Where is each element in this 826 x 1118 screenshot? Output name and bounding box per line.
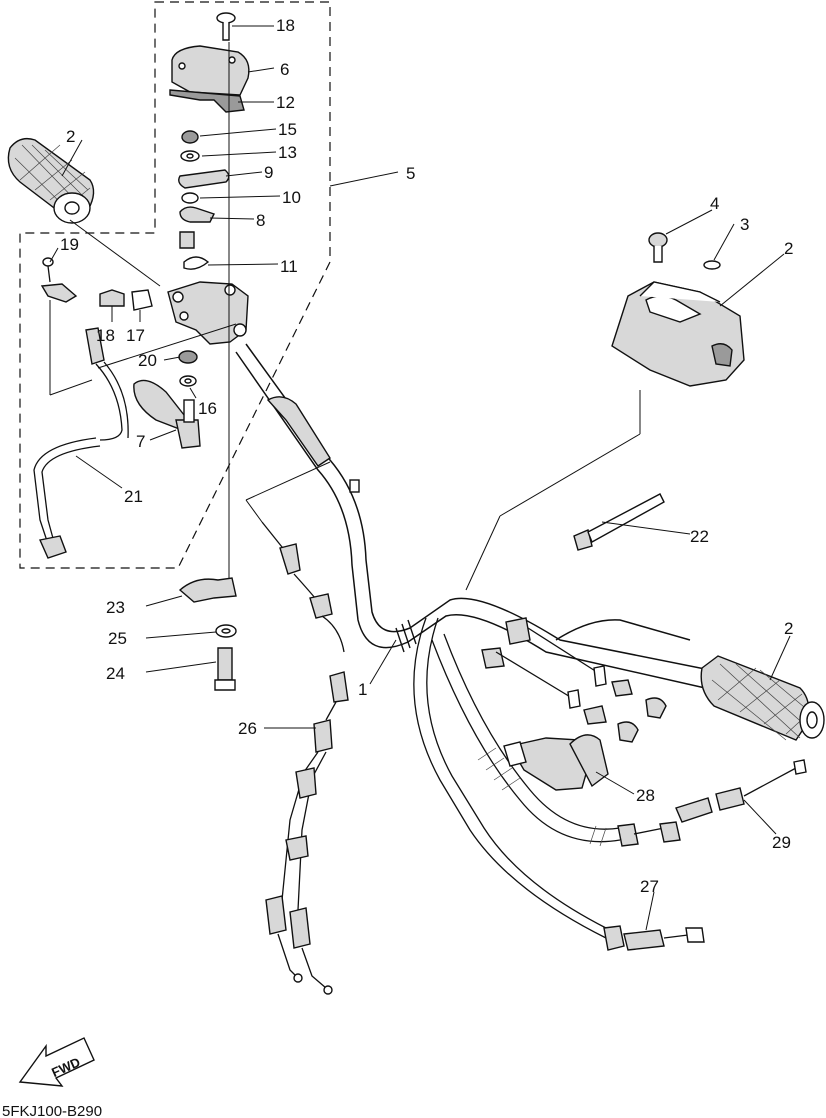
brake-cable-ends <box>481 617 667 743</box>
cable-tie-22 <box>573 493 665 551</box>
callout-13: 12 <box>276 93 295 112</box>
screw-5 <box>648 232 668 263</box>
throttle-housing-6 <box>167 281 249 345</box>
callout-15: 16 <box>198 399 217 418</box>
callout-28: 28 <box>636 786 655 805</box>
bolt-24 <box>214 647 236 691</box>
left-grip <box>7 137 95 224</box>
callout-26: 26 <box>238 719 257 738</box>
callout-9: 8 <box>256 211 265 230</box>
spacers-15-20 <box>178 350 198 387</box>
kill-switch-21 <box>33 327 129 559</box>
leader-lines <box>49 25 791 931</box>
callout-6: 5 <box>406 164 415 183</box>
clamp-19 <box>40 283 78 303</box>
callout-2-left: 2 <box>66 127 75 146</box>
callout-12: 11 <box>280 257 298 276</box>
right-grip <box>700 655 825 741</box>
callout-5: 4 <box>710 194 719 213</box>
callout-29: 29 <box>772 833 791 852</box>
switch-28 <box>503 734 609 791</box>
callout-23: 23 <box>106 598 125 617</box>
callout-7: 6 <box>280 60 289 79</box>
screw-19 <box>42 257 54 283</box>
callout-1: 1 <box>358 680 367 699</box>
holder-23 <box>178 577 237 603</box>
callout-8: 7 <box>136 432 145 451</box>
callout-14: 13 <box>278 143 297 162</box>
callout-21: 21 <box>124 487 143 506</box>
gasket-13 <box>169 89 245 113</box>
handlebar-1 <box>235 343 721 691</box>
callout-10: 9 <box>264 163 273 182</box>
washer-stack <box>178 130 230 270</box>
assembly-boundary <box>19 1 331 569</box>
callout-25: 25 <box>108 629 127 648</box>
callout-4: 3 <box>740 215 749 234</box>
callout-17: 17 <box>126 326 145 345</box>
cable-29 <box>675 759 807 823</box>
callout-24: 24 <box>106 664 125 683</box>
throttle-cover-7 <box>171 45 250 96</box>
callout-22: 22 <box>690 527 709 546</box>
callout-16: 15 <box>278 120 297 139</box>
callouts: 2 18 6 12 15 13 9 5 10 8 11 19 18 17 20 … <box>60 16 793 896</box>
handlebar-pad-3 <box>611 281 745 387</box>
bolt-18-nut-17 <box>99 289 153 311</box>
callout-20: 20 <box>138 351 157 370</box>
callout-2-right: 2 <box>784 619 793 638</box>
callout-19: 19 <box>60 235 79 254</box>
callout-18-top: 18 <box>276 16 295 35</box>
grommet-4 <box>703 260 721 270</box>
cable-27 <box>413 617 705 951</box>
fwd-arrow: FWD <box>18 1037 95 1087</box>
washer-25 <box>215 624 237 638</box>
callout-27: 27 <box>640 877 659 896</box>
cable-28-assembly <box>431 633 681 847</box>
callout-3: 2 <box>784 239 793 258</box>
callout-11: 10 <box>282 188 301 207</box>
throttle-cable-26 <box>261 521 349 995</box>
screw-18-top <box>216 12 236 41</box>
diagram-code: 5FKJ100-B290 <box>2 1103 102 1118</box>
callout-18-left: 18 <box>96 326 115 345</box>
throttle-lever-8 <box>133 379 201 449</box>
